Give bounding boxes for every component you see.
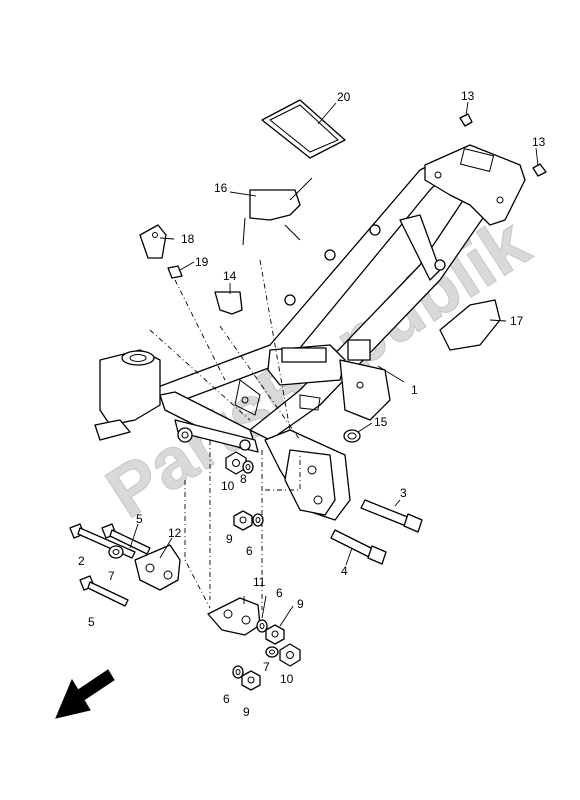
callout-15: 15 — [374, 415, 388, 429]
nut — [233, 510, 253, 531]
callout-4: 4 — [341, 564, 348, 578]
clip-right — [532, 163, 547, 177]
collar — [265, 646, 279, 658]
ring — [343, 429, 361, 443]
callout-2: 2 — [78, 554, 85, 568]
callout-8: 8 — [240, 472, 247, 486]
long-bolt-upper — [360, 499, 423, 533]
callout-13-left: 13 — [461, 89, 475, 103]
callout-13-right: 13 — [532, 135, 546, 149]
callout-18: 18 — [181, 232, 195, 246]
main-frame — [94, 144, 526, 521]
callout-3: 3 — [400, 486, 407, 500]
engine-bracket-left — [134, 544, 181, 591]
bolt — [79, 575, 129, 607]
engine-bracket-right — [207, 597, 261, 636]
clip-left — [459, 113, 473, 127]
upper-bracket — [242, 177, 313, 246]
callout-12: 12 — [168, 526, 182, 540]
callout-6-lower: 6 — [223, 692, 230, 706]
collar — [108, 545, 124, 559]
callout-10-upper: 10 — [221, 479, 235, 493]
washer — [256, 619, 268, 633]
nut — [241, 670, 261, 691]
washer — [242, 460, 254, 474]
callout-16: 16 — [214, 181, 228, 195]
callout-20: 20 — [337, 90, 351, 104]
nut — [279, 643, 301, 667]
callout-9-middle: 9 — [297, 597, 304, 611]
small-bracket — [139, 224, 167, 259]
callout-11: 11 — [253, 575, 266, 589]
callout-6-upper: 6 — [246, 544, 253, 558]
callout-17: 17 — [510, 314, 524, 328]
bolt — [101, 523, 151, 555]
callout-1: 1 — [411, 383, 418, 397]
callout-19: 19 — [195, 255, 209, 269]
callout-14: 14 — [223, 269, 237, 283]
callout-6-middle: 6 — [276, 586, 283, 600]
bracket-bolt — [167, 265, 183, 279]
long-bolt-lower — [330, 529, 387, 565]
callout-7-left: 7 — [108, 569, 115, 583]
arrow-front-icon — [55, 669, 115, 719]
side-cover — [439, 299, 501, 351]
callout-5-lower: 5 — [88, 615, 95, 629]
nut — [265, 624, 285, 645]
callout-9-lower: 9 — [243, 705, 250, 719]
callout-5-upper: 5 — [136, 512, 143, 526]
callout-9-upper: 9 — [226, 532, 233, 546]
clamp — [214, 291, 243, 315]
callout-7-right: 7 — [263, 660, 270, 674]
seat-pad — [261, 99, 346, 159]
callout-10-lower: 10 — [280, 672, 294, 686]
washer — [252, 513, 264, 527]
washer — [232, 665, 244, 679]
